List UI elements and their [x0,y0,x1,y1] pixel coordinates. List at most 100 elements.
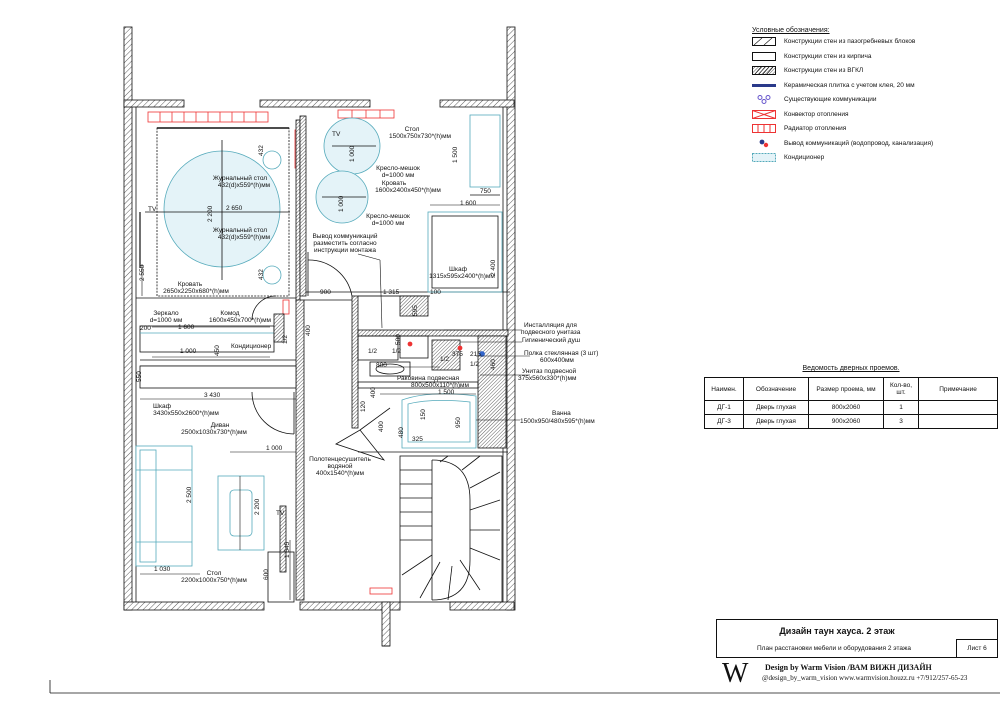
dim-375: 375 [452,351,463,358]
table-cell: 3 [883,414,919,429]
dim-1000-d: 1 000 [180,348,197,355]
label-tv-3: TV [276,510,285,517]
legend-item: Вывод коммуникаций (водопровод, канализа… [752,139,992,154]
dim-750: 750 [480,188,491,195]
table-cell [918,414,998,429]
legend: Условные обозначения: Конструкции стен и… [752,27,992,168]
label-beanbag-1-size: d=1000 мм [381,172,415,179]
air-conditioner-icon [752,153,776,162]
table-cell: 1 [883,400,919,415]
label-mirror-size: d=1000 мм [149,317,183,324]
legend-label: Конструкции стен из пазогребневых блоков [784,38,916,45]
label-dresser-size: 1600x450x700*(h)мм [208,317,272,324]
legend-label: Керамическая плитка с учетом клея, 20 мм [784,81,915,89]
legend-item: Конвектор отопления [752,109,992,125]
table-header: Размер проема, мм [808,377,884,401]
label-hygienic-shower: Гигиенический душ [522,337,581,344]
dim-400-a: 400 [305,325,312,336]
dim-950: 950 [455,417,462,428]
label-desk-2-size: 2200x1000x750*(h)мм [181,577,247,584]
brand-logo: W [722,658,749,689]
dim-150: 150 [420,409,427,420]
dim-1000-e: 1 000 [266,445,283,452]
label-wardrobe-1: Шкаф [449,266,467,273]
table-header: Кол-во, шт. [883,377,919,401]
label-desk-2: Стол [206,570,222,577]
dim-800: 800 [376,362,387,369]
label-outlet-note-2: разместить согласно [313,240,377,247]
plumbing-outlet-icon [759,139,769,147]
legend-item: Существующие коммуникации [752,95,992,110]
label-beanbag-1: Кресло-мешок [376,165,420,172]
table-cell: ДГ-1 [704,400,744,415]
dim-432-b: 432 [258,269,265,280]
label-sofa-size: 2500x1030x730*(h)мм [181,429,247,436]
dim-2550: 2 550 [139,264,146,281]
drawing-subtitle: План расстановки мебели и оборудования 2… [757,645,911,652]
dim-200: 200 [140,325,151,332]
legend-item: Керамическая плитка с учетом клея, 20 мм [752,81,992,96]
label-coffee-table-2: Журнальный стол [212,227,268,234]
dim-half-c: 1/2 [440,356,450,363]
dim-half-e: 1/2 [282,334,289,344]
stairs [399,455,503,603]
label-desk-1-size: 1500x750x730*(h)мм [388,133,452,140]
label-glass-shelf: Полка стеклянная (3 шт) [524,350,599,357]
label-beanbag-2-size: d=1000 мм [371,220,405,227]
dim-595: 595 [412,305,419,316]
label-wardrobe-2: Шкаф [153,403,171,410]
radiator-icon [752,124,776,133]
dim-2200: 2 200 [207,205,214,222]
outer-walls [123,26,516,647]
table-cell [918,400,998,415]
label-installation-2: подвесного унитаза [521,329,581,336]
door-schedule-table: Наимен. Обозначение Размер проема, мм Ко… [704,377,998,429]
utility-node-icon [757,95,771,104]
label-tv-2: TV [148,206,157,213]
table-header: Обозначение [743,377,809,401]
table-header: Примечание [918,377,998,401]
dim-1545: 1 545 [284,541,291,558]
dim-1600-b: 1 600 [178,324,195,331]
label-towel-rail-size: 400x1540*(h)мм [316,470,364,477]
legend-label: Вывод коммуникаций (водопровод, канализа… [784,139,934,147]
bathroom [335,329,509,461]
dim-half-b: 1/2 [392,348,402,355]
door-schedule-caption: Ведомость дверных проемов. [802,365,900,372]
label-towel-rail-2: водяной [327,463,353,470]
label-sink-size: 800x500x110*(h)мм [411,382,469,389]
label-bed-1-size: 1600x2400x450*(h)мм [375,187,441,194]
dim-900: 900 [320,289,331,296]
label-bathtub-size: 1500x950/480x595*(h)мм [520,418,595,425]
table-row: ДГ-1 Дверь глухая 800x2060 1 [704,400,998,415]
label-bathtub: Ванна [552,410,571,417]
legend-label: Конструкции стен из кирпича [784,52,872,60]
door-schedule: Ведомость дверных проемов. Наимен. Обозн… [704,365,998,429]
legend-label: Конструкции стен из ВГКЛ [784,67,864,74]
label-wardrobe-1-size: 1315x595x2400*(h)мм [429,273,495,280]
legend-item: Конструкции стен из пазогребневых блоков [752,37,992,52]
convector-icon [752,109,776,119]
contact-line: @design_by_warm_vision www.warmvision.ho… [762,674,968,682]
dim-600: 600 [263,569,270,580]
thick-line-icon [752,83,776,87]
dim-450: 450 [214,345,221,356]
living-room [135,365,297,603]
dim-1315: 1 315 [383,289,400,296]
legend-label: Существующие коммуникации [784,96,877,103]
label-beanbag-2: Кресло-мешок [366,213,410,220]
dim-2200-b: 2 200 [254,498,261,515]
label-bed-2-size: 2650x2250x680*(h)мм [163,288,229,295]
dim-100: 100 [430,289,441,296]
hatch-dense-icon [752,66,776,75]
dim-1500-b: 1 500 [438,389,455,396]
dim-1600-a: 1 600 [460,200,477,207]
label-outlet-note-3: инструкции монтажа [313,247,377,254]
label-bed-2: Кровать [177,281,203,288]
dim-400-c: 400 [378,421,385,432]
label-toilet: Унитаз подвесной [522,368,577,375]
table-cell: 800x2060 [808,400,884,415]
sheet-number: Лист 6 [956,639,997,658]
label-installation: Инсталляция для [524,322,577,329]
label-air-conditioner: Кондиционер [231,343,272,350]
